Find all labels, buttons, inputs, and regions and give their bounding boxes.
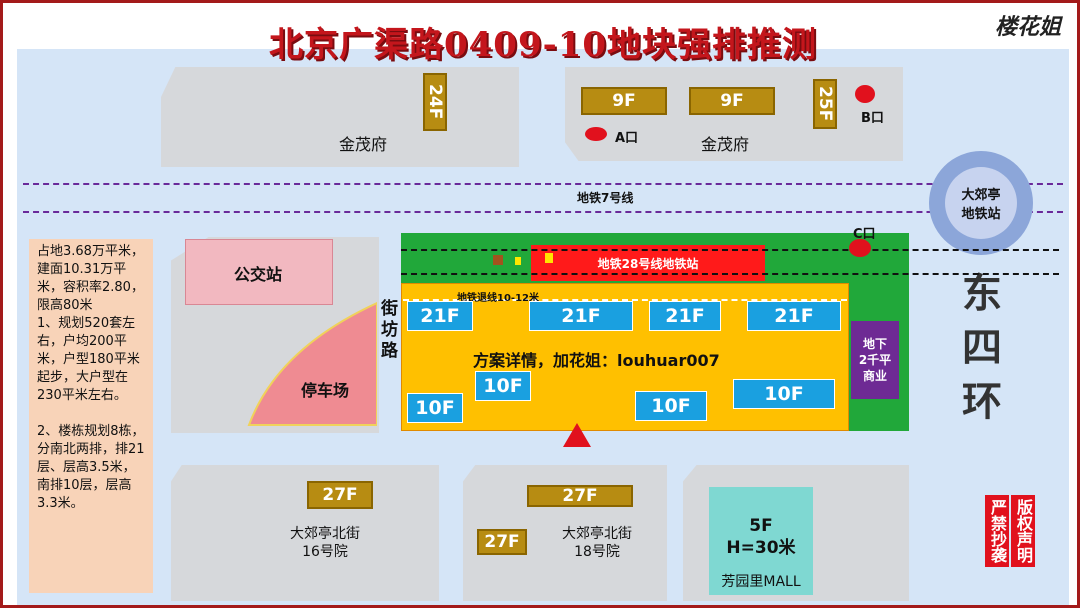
underground-commerce: 地下 2千平 商业: [851, 321, 899, 399]
metro28-line-top: [401, 249, 1059, 251]
station-suffix: 地铁站: [961, 207, 1001, 222]
block-label-jinmaofu-1: 金茂府: [338, 135, 387, 154]
copyright-notice: 版权声明 严禁抄袭: [985, 495, 1035, 567]
station-name: 大郊亭: [961, 188, 1001, 203]
metro-line7-label: 地铁7号线: [577, 191, 634, 205]
brand-logo: 楼花姐: [994, 14, 1061, 40]
east-fourth-ring-label: 东四环: [962, 271, 1002, 425]
south-block-1-label: 大郊亭北街 16号院: [265, 525, 385, 561]
tower-10f-2: 10F: [407, 393, 463, 423]
building-9f-2: 9F: [689, 87, 775, 115]
mall-height-label: 5F H=30米: [709, 515, 813, 559]
copyright-col1: 版权声明: [1011, 495, 1035, 567]
tower-10f-3: 10F: [635, 391, 707, 421]
south-block-1-street: 大郊亭北街: [290, 526, 360, 542]
building-24f: 24F: [423, 73, 447, 131]
tower-21f-3: 21F: [649, 301, 721, 331]
parking-label: 停车场: [301, 381, 350, 400]
info-summary: 占地3.68万平米，建面10.31万平米，容积率2.80，限高80米: [37, 244, 144, 313]
exit-b-marker: [855, 85, 875, 103]
setback-line: [403, 299, 847, 301]
mall-floors: 5F: [749, 516, 773, 536]
main-entrance-arrow: [563, 423, 591, 447]
south-block-2-street: 大郊亭北街: [562, 526, 632, 542]
page-title: 北京广渠路0409-10地块强排推测: [268, 25, 818, 65]
block-north-west: [161, 67, 519, 167]
metro-entrance-yellow: [545, 253, 553, 263]
metro-entrance-yellow: [515, 257, 521, 265]
south-block-1-yard: 16号院: [302, 544, 348, 560]
underground-line2: 2千平: [858, 353, 892, 367]
building-27f-3: 27F: [477, 529, 527, 555]
copyright-col2: 严禁抄袭: [985, 495, 1009, 567]
bus-station-area: [185, 239, 333, 305]
info-buildings: 2、楼栋规划8栋，分南北两排，排21层、层高3.5米，南排10层，层高3.3米。: [37, 424, 145, 511]
building-27f-2: 27F: [527, 485, 633, 507]
block-south-1: [171, 465, 439, 601]
mall-name: 芳园里MALL: [721, 574, 801, 590]
metro-entrance-brown: [493, 255, 503, 265]
block-label-jinmaofu-2: 金茂府: [700, 135, 749, 154]
building-27f-1: 27F: [307, 481, 373, 509]
bus-station-label: 公交站: [233, 265, 282, 284]
promo-text: 方案详情，加花姐：louhuar007: [473, 351, 720, 370]
building-25f: 25F: [813, 79, 837, 129]
exit-a-marker: [585, 127, 607, 141]
tower-21f-2: 21F: [529, 301, 633, 331]
mall-height: H=30米: [726, 538, 796, 558]
tower-21f-1: 21F: [407, 301, 473, 331]
tower-10f-1: 10F: [475, 371, 531, 401]
project-info-panel: 占地3.68万平米，建面10.31万平米，容积率2.80，限高80米 1、规划5…: [29, 239, 153, 593]
underground-line1: 地下: [862, 337, 887, 351]
tower-10f-4: 10F: [733, 379, 835, 409]
metro28-line-bottom: [401, 273, 1059, 275]
station-inner: 大郊亭 地铁站: [945, 167, 1017, 239]
road-label-jiefang: 街坊路: [381, 299, 398, 361]
building-9f-1: 9F: [581, 87, 667, 115]
exit-a-label: A口: [615, 131, 639, 146]
exit-c-label: C口: [853, 227, 876, 242]
metro28-station-box: [531, 245, 765, 281]
metro-line7-bottom: [23, 211, 1063, 213]
mall-building: [709, 487, 813, 595]
metro-line7-top: [23, 183, 1063, 185]
setback-label: 地铁退线10-12米: [457, 293, 539, 304]
exit-c-marker: [849, 239, 871, 257]
tower-21f-4: 21F: [747, 301, 841, 331]
underground-line3: 商业: [862, 369, 887, 383]
metro28-station-label: 地铁28号线地铁站: [597, 257, 699, 271]
south-block-2-yard: 18号院: [574, 544, 620, 560]
info-units: 1、规划520套左右，户均200平米，户型180平米起步，大户型在230平米左右…: [37, 316, 140, 403]
exit-b-label: B口: [861, 111, 884, 126]
south-block-2-label: 大郊亭北街 18号院: [537, 525, 657, 561]
parking-area: [247, 301, 377, 426]
